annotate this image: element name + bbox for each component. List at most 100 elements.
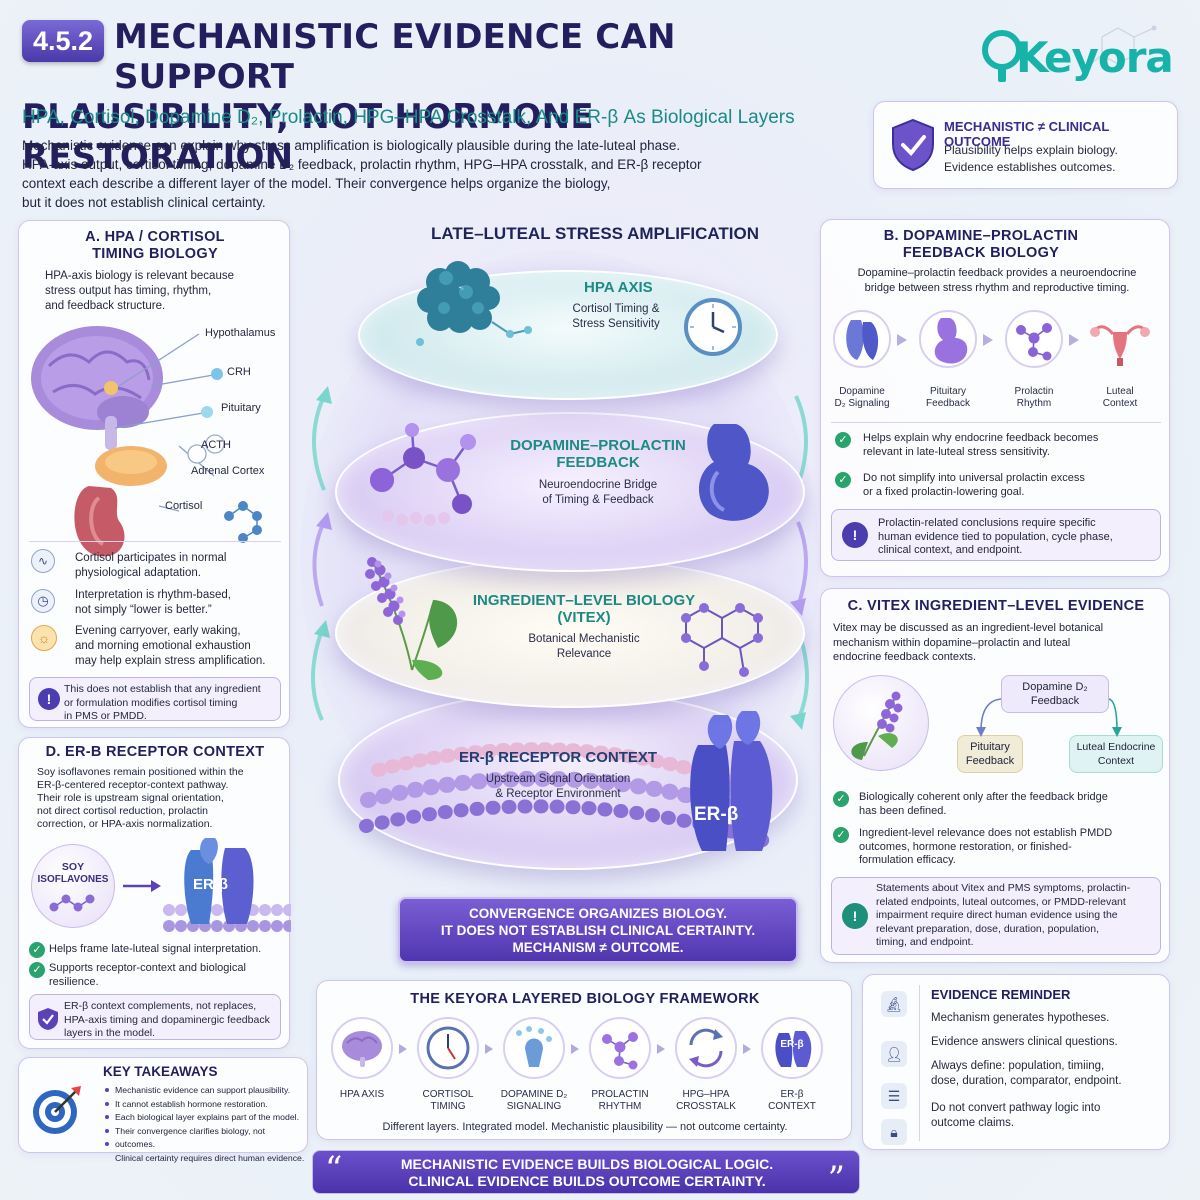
panel-a-item: Cortisol participates in normal physiolo…	[75, 551, 287, 581]
panel-a-title: A. HPA / CORTISOL TIMING BIOLOGY	[19, 229, 291, 263]
isoflavone-molecule-icon	[49, 894, 95, 912]
panel-d-intro: Soy isoflavones remain positioned within…	[37, 766, 287, 831]
reminder-item: Mechanism generates hypotheses.	[931, 1012, 1110, 1024]
intro-line: ER-β-centered receptor-context pathway.	[37, 779, 229, 791]
note-line: or formulation modifies cortisol timing	[64, 696, 238, 709]
adrenal-gland-icon	[95, 446, 167, 486]
check-line: or a fixed prolactin-lowering goal.	[863, 485, 1025, 498]
convergence-banner: CONVERGENCE ORGANIZES BIOLOGY. IT DOES N…	[398, 897, 798, 963]
intro-line: context each describe a different layer …	[22, 176, 611, 191]
convergence-line: CONVERGENCE ORGANIZES BIOLOGY.	[468, 906, 728, 921]
logo-molecule-graphic	[1087, 25, 1157, 67]
node-line: Dopamine D₂	[1022, 681, 1088, 693]
check-icon: ✓	[29, 962, 45, 978]
framework-caption-crosstalk: HPG–HPA CROSSTALK	[661, 1089, 751, 1113]
check-icon: ✓	[835, 432, 851, 448]
intro-line: and feedback structure.	[45, 300, 166, 312]
dopamine-receptor-icon	[833, 310, 891, 368]
check-line: has been defined.	[859, 804, 947, 817]
layered-framework-panel: THE KEYORA LAYERED BIOLOGY FRAMEWORK ER-…	[316, 980, 852, 1140]
panel-b-intro: Dopamine–prolactin feedback provides a n…	[829, 266, 1165, 295]
layer-erb-title: ER-β RECEPTOR CONTEXT	[458, 749, 658, 766]
note-line: Prolactin-related conclusions require sp…	[878, 517, 1096, 529]
label-crh: CRH	[227, 366, 251, 378]
panel-d-check: Helps frame late-luteal signal interpret…	[49, 943, 262, 955]
info-icon: !	[842, 903, 868, 929]
arrow-right-icon	[123, 880, 161, 892]
intro-line: Vitex may be discussed as an ingredient-…	[833, 622, 1104, 634]
section-number: 4.5.2	[32, 26, 94, 56]
check-line: Ingredient-level relevance does not esta…	[859, 827, 1113, 839]
quote-close-mark: ”	[827, 1159, 845, 1199]
clock-icon	[684, 298, 742, 356]
framework-caption-erb: ER-β CONTEXT	[747, 1089, 837, 1113]
panel-b-check: Do not simplify into universal prolactin…	[863, 472, 1163, 499]
caption-line: HPG–HPA	[682, 1089, 730, 1100]
reminder-line: Do not convert pathway logic into	[931, 1102, 1101, 1114]
caption-line: Luteal	[1106, 386, 1134, 397]
panel-b-title: B. DOPAMINE–PROLACTIN FEEDBACK BIOLOGY	[821, 228, 1141, 262]
takeaway-item: Clinical certainty requires direct human…	[115, 1152, 305, 1163]
intro-line: correction, or HPA-axis normalization.	[37, 818, 213, 830]
intro-line: not direct cortisol reduction, prolactin	[37, 805, 208, 817]
caption-line: Prolactin	[1014, 386, 1054, 397]
panel-c-check: Ingredient-level relevance does not esta…	[859, 827, 1161, 868]
intro-paragraph: Mechanistic evidence can explain why str…	[22, 136, 812, 212]
label-acth: ACTH	[201, 439, 231, 451]
takeaway-bullets	[105, 1088, 109, 1146]
quote-line: MECHANISTIC EVIDENCE BUILDS BIOLOGICAL L…	[400, 1156, 774, 1172]
panel-a-note: ! This does not establish that any ingre…	[29, 677, 281, 722]
checklist-icon: ☰	[881, 1083, 907, 1109]
layer-hpa-sub: Cortisol Timing & Stress Sensitivity	[560, 302, 672, 332]
reminder-line: Always define: population, timiing,	[931, 1060, 1105, 1072]
framework-brain-icon	[331, 1017, 393, 1079]
caption-line: Dopamine	[839, 386, 885, 397]
reminder-item: Evidence answers clinical questions.	[931, 1036, 1118, 1048]
check-icon: ✓	[835, 472, 851, 488]
item-line: Evening carryover, early waking,	[75, 625, 241, 637]
caption-line: TIMING	[430, 1101, 466, 1112]
sunrise-icon: ☼	[31, 625, 57, 651]
target-icon	[31, 1084, 83, 1136]
note-line: Statements about Vitex and PMS symptoms,…	[876, 882, 1131, 894]
soy-label-line: ISOFLAVONES	[37, 874, 109, 885]
vitex-molecule-icon	[681, 603, 763, 677]
node-line: Context	[1097, 755, 1135, 767]
check-icon: ✓	[833, 791, 849, 807]
logo-key-shaft	[998, 64, 1006, 82]
note-line: related endpoints, luteal outcomes, or P…	[876, 895, 1126, 908]
logo-hexagon-icon	[1087, 27, 1155, 67]
label-cortisol: Cortisol	[165, 500, 203, 512]
mech-box-line: Plausibility helps explain biology.	[944, 143, 1118, 157]
logo-letter: K	[1016, 33, 1049, 82]
soy-isoflavones-bubble: SOY ISOFLAVONES	[31, 844, 115, 928]
caption-line: Context	[1102, 398, 1138, 409]
panel-b-title-line: FEEDBACK BIOLOGY	[902, 245, 1060, 261]
panel-d-title: D. ER-β RECEPTOR CONTEXT	[45, 744, 265, 760]
takeaways-list: Mechanistic evidence can support plausib…	[115, 1084, 305, 1165]
vitex-sprig-bubble	[833, 675, 929, 771]
check-line: formulation efficacy.	[859, 854, 956, 866]
panel-c-note: ! Statements about Vitex and PMS symptom…	[831, 877, 1161, 955]
intro-line: HPA-axis biology is relevant because	[45, 270, 234, 282]
takeaway-item: It cannot establish hormone restoration.	[115, 1098, 268, 1109]
label-hypothalamus: Hypothalamus	[205, 327, 276, 339]
info-icon: !	[842, 522, 868, 548]
intro-line: Soy isoflavones remain positioned within…	[37, 766, 244, 778]
section-badge: 4.5.2	[22, 20, 104, 62]
panel-a-item: Interpretation is rhythm-based, not simp…	[75, 588, 287, 618]
soy-label-line: SOY	[61, 861, 85, 873]
flow-caption-pituitary: Pituitary Feedback	[907, 386, 989, 410]
caption-line: CONTEXT	[768, 1101, 816, 1112]
microscope-icon: 🔬︎	[881, 991, 907, 1017]
node-line: Luteal Endocrine	[1076, 741, 1156, 753]
layer-sub-line: Cortisol Timing &	[572, 303, 660, 315]
layer-sub-line: Relevance	[556, 648, 612, 660]
reminder-item: Always define: population, timiing, dose…	[931, 1059, 1122, 1089]
node-line: Feedback	[965, 755, 1015, 767]
quote-banner: “ MECHANISTIC EVIDENCE BUILDS BIOLOGICAL…	[312, 1149, 860, 1199]
flow-caption-dopamine: Dopamine D₂ Signaling	[821, 386, 903, 410]
logo-wordmark: eyora	[1044, 33, 1174, 82]
check-line: resilience.	[49, 975, 99, 988]
caption-line: Rhythm	[1016, 398, 1052, 409]
